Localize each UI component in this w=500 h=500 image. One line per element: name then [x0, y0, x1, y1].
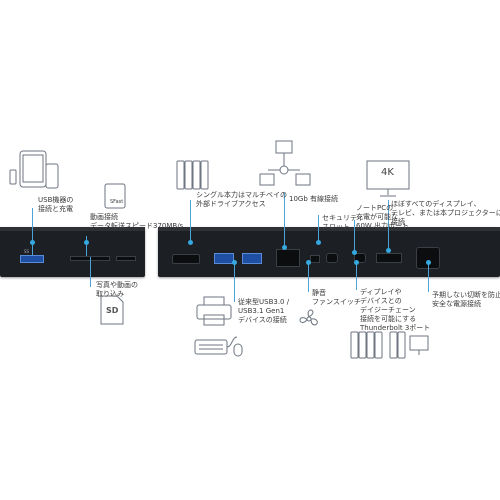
label-power: 予期しない切断を防止する 安全な電源接続 [432, 291, 500, 308]
dock-right [158, 227, 500, 277]
dock-left: SS [0, 227, 145, 277]
network-topology-icon [259, 140, 311, 186]
usb30-port-2[interactable] [242, 253, 262, 264]
drive-array-icon [176, 160, 209, 190]
tablet-phone-icon [9, 150, 59, 189]
sd-adapter-icon [104, 183, 126, 209]
label-usb-front: USB機器の 接続と充電 [38, 196, 74, 213]
sd-card-icon [100, 295, 124, 325]
label-sd-slot: 動画接続 データ転送スピード370MB/s [90, 213, 184, 230]
label-sd-card: 写真や動画の 取り込み [96, 281, 138, 298]
usb-front-port[interactable] [20, 255, 44, 263]
label-security: セキュリティ スロット [322, 214, 364, 231]
label-network: 10Gb 有線接続 [289, 195, 338, 203]
label-fan: 静音 ファンスイッチ [312, 289, 361, 306]
sd-adapter-label: SFast [110, 199, 124, 205]
sd-card-label: SD [106, 306, 119, 315]
label-notebook: ノートPCの 充電が可能な 60W 出力ポート [356, 204, 410, 230]
usb-port-marking: SS [24, 249, 30, 254]
thunderbolt-port-1[interactable] [326, 253, 338, 263]
displayport[interactable] [376, 253, 402, 263]
label-raid: シングル本力はマルチベイの 外部ドライブアクセス [196, 191, 287, 208]
dock-left-top-edge [0, 227, 145, 231]
printer-icon [196, 296, 232, 326]
monitor-4k-icon [366, 160, 410, 197]
micro-sd-slot[interactable] [116, 256, 136, 261]
label-daisy: ディプレイや デバイスとの デイジーチェーン 接続を可能にする Thunderb… [360, 288, 431, 332]
label-usb30: 従来型USB3.0 / USB3.1 Gen1 デバイスの接続 [238, 298, 290, 324]
thunderbolt-port-2[interactable] [354, 253, 366, 263]
ethernet-port[interactable] [276, 249, 300, 267]
usb30-port-1[interactable] [214, 253, 234, 264]
label-display: ほぼすべてのディスプレイ、 テレビ、または本プロジェクターに 接続 [391, 200, 500, 226]
fan-switch[interactable] [310, 255, 320, 263]
monitor-4k-label: 4K [381, 167, 394, 178]
keyboard-mouse-icon [194, 336, 243, 357]
fan-icon [299, 309, 318, 326]
dock-right-top-edge [158, 227, 500, 231]
hdmi-port[interactable] [172, 254, 200, 264]
daisy-chain-icon [350, 331, 429, 359]
